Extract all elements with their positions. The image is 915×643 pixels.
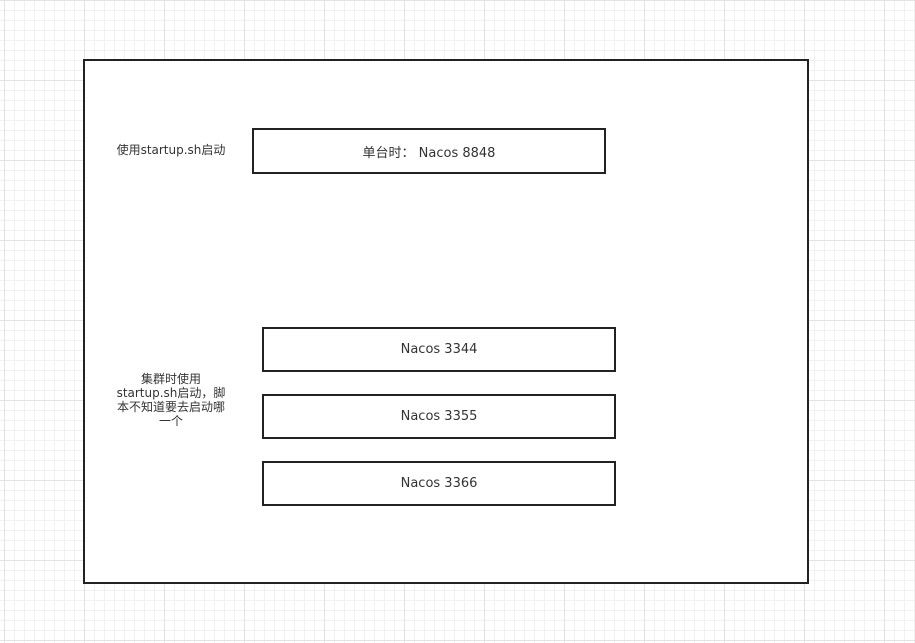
cluster-mode-label: 集群时使用 startup.sh启动，脚 本不知道要去启动哪 一个	[108, 372, 234, 428]
cluster-node-label: Nacos 3355	[400, 409, 478, 424]
single-node-box: 单台时： Nacos 8848	[252, 128, 606, 174]
cluster-label-line-2: startup.sh启动，脚	[116, 386, 226, 400]
cluster-node-label: Nacos 3366	[400, 476, 478, 491]
cluster-node-3355-box: Nacos 3355	[262, 394, 616, 439]
cluster-label-line-1: 集群时使用	[140, 372, 201, 386]
cluster-node-3366-box: Nacos 3366	[262, 461, 616, 506]
cluster-label-line-3: 本不知道要去启动哪	[116, 400, 225, 414]
single-mode-label: 使用startup.sh启动	[116, 143, 226, 157]
single-node-label: 单台时： Nacos 8848	[362, 145, 496, 161]
cluster-node-label: Nacos 3344	[400, 342, 478, 357]
cluster-node-3344-box: Nacos 3344	[262, 327, 616, 372]
cluster-label-line-4: 一个	[158, 414, 183, 428]
